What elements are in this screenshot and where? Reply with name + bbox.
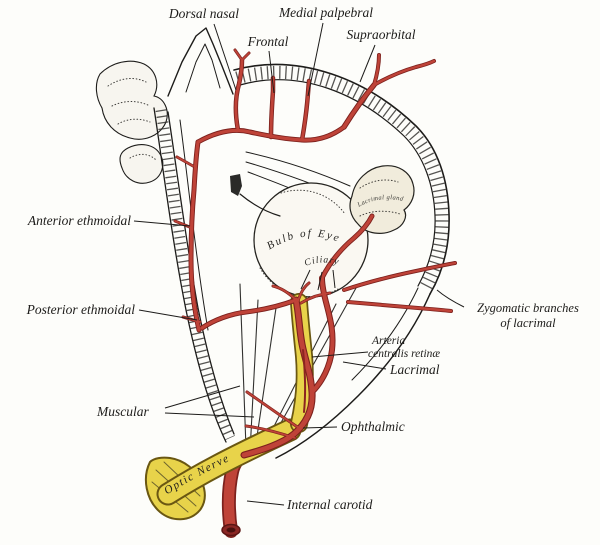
leader-internal-carotid: [246, 500, 285, 506]
label-lacrimal: Lacrimal: [389, 362, 440, 377]
label-anterior-ethmoidal: Anterior ethmoidal: [27, 213, 131, 228]
label-ophthalmic: Ophthalmic: [341, 419, 405, 434]
leader-ciliary-1: [300, 269, 311, 290]
label-zygomatic-line2: of lacrimal: [500, 316, 556, 330]
lacrimal-gland-shape: [349, 165, 415, 234]
leader-muscular-1: [164, 385, 241, 409]
label-frontal: Frontal: [247, 34, 289, 49]
leader-ciliary-2: [317, 271, 323, 291]
label-muscular: Muscular: [96, 404, 149, 419]
leader-ciliary-3: [332, 269, 336, 289]
label-dorsal-nasal: Dorsal nasal: [168, 6, 239, 21]
leader-muscular-2: [164, 412, 255, 418]
leader-ophthalmic: [302, 426, 338, 429]
label-posterior-ethmoidal: Posterior ethmoidal: [26, 302, 136, 317]
leader-arteria-centralis: [311, 351, 369, 358]
label-zygomatic-line1: Zygomatic branches: [477, 301, 579, 315]
label-arteria-line2: centralis retinæ: [368, 348, 440, 360]
label-arteria-line1: Arteria: [371, 335, 405, 347]
leader-anterior-ethmoidal: [133, 220, 191, 227]
leader-posterior-ethmoidal: [138, 309, 198, 321]
leader-supraorbital: [359, 44, 376, 83]
leader-frontal: [268, 50, 275, 94]
eyeball-shading: [259, 267, 339, 298]
optic-nerve-shape: [144, 302, 305, 521]
leader-lacrimal: [342, 361, 387, 370]
central-retinal-artery: [302, 349, 307, 413]
leader-medial-palpebral: [307, 22, 324, 97]
label-ciliary: Ciliary: [303, 255, 340, 269]
ciliary-textpath: Ciliary: [303, 255, 339, 269]
label-medial-palpebral: Medial palpebral: [278, 5, 373, 20]
leader-lines: [133, 22, 465, 506]
label-internal-carotid: Internal carotid: [286, 497, 373, 512]
leader-zygomatic: [436, 289, 465, 308]
leader-dorsal-nasal: [213, 23, 237, 91]
label-supraorbital: Supraorbital: [346, 27, 415, 42]
trochlea-shape: [230, 174, 281, 217]
